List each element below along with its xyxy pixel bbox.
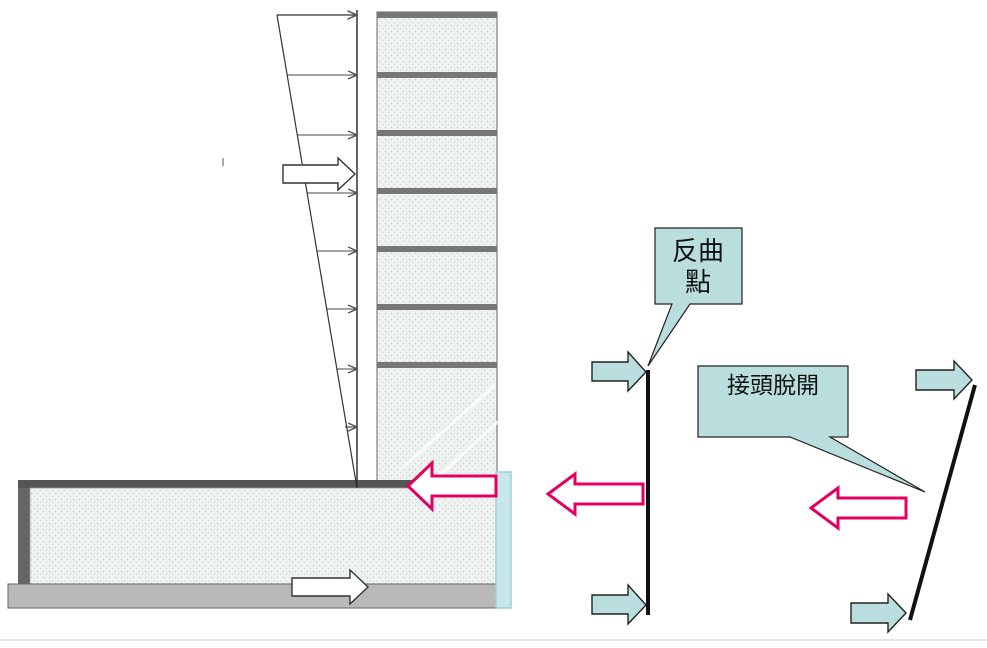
basement-slab	[18, 480, 498, 488]
middle-load-left-arrow-icon	[545, 471, 645, 517]
inflection-callout	[647, 227, 743, 367]
tilted-wall-member	[908, 384, 977, 621]
top-right-support-right-arrow-icon	[915, 359, 973, 401]
inflection-label-line2: 點	[685, 268, 711, 298]
basement-wall-left	[18, 488, 30, 584]
bottom-support-right-arrow-icon	[591, 583, 647, 626]
ground-strip	[7, 583, 501, 609]
base-force-right-arrow-icon	[291, 568, 370, 606]
detachment-callout	[697, 365, 926, 493]
retaining-wall-edge	[495, 471, 512, 609]
inflection-label-line1: 反曲	[672, 237, 724, 267]
pressure-triangle	[222, 10, 357, 489]
floor-slabs	[377, 12, 497, 368]
detachment-label: 接頭脫開	[727, 373, 819, 399]
right-load-left-arrow-icon	[808, 485, 908, 531]
resultant-load-right-arrow-icon	[282, 156, 357, 192]
bottom-right-support-right-arrow-icon	[850, 592, 907, 634]
detachment-model: 接頭脫開	[697, 359, 977, 634]
inflection-model: 反曲 點	[545, 227, 743, 626]
earth-pressure-left-arrow-icon	[405, 459, 498, 513]
building-section	[7, 10, 512, 609]
top-support-right-arrow-icon	[591, 350, 647, 393]
